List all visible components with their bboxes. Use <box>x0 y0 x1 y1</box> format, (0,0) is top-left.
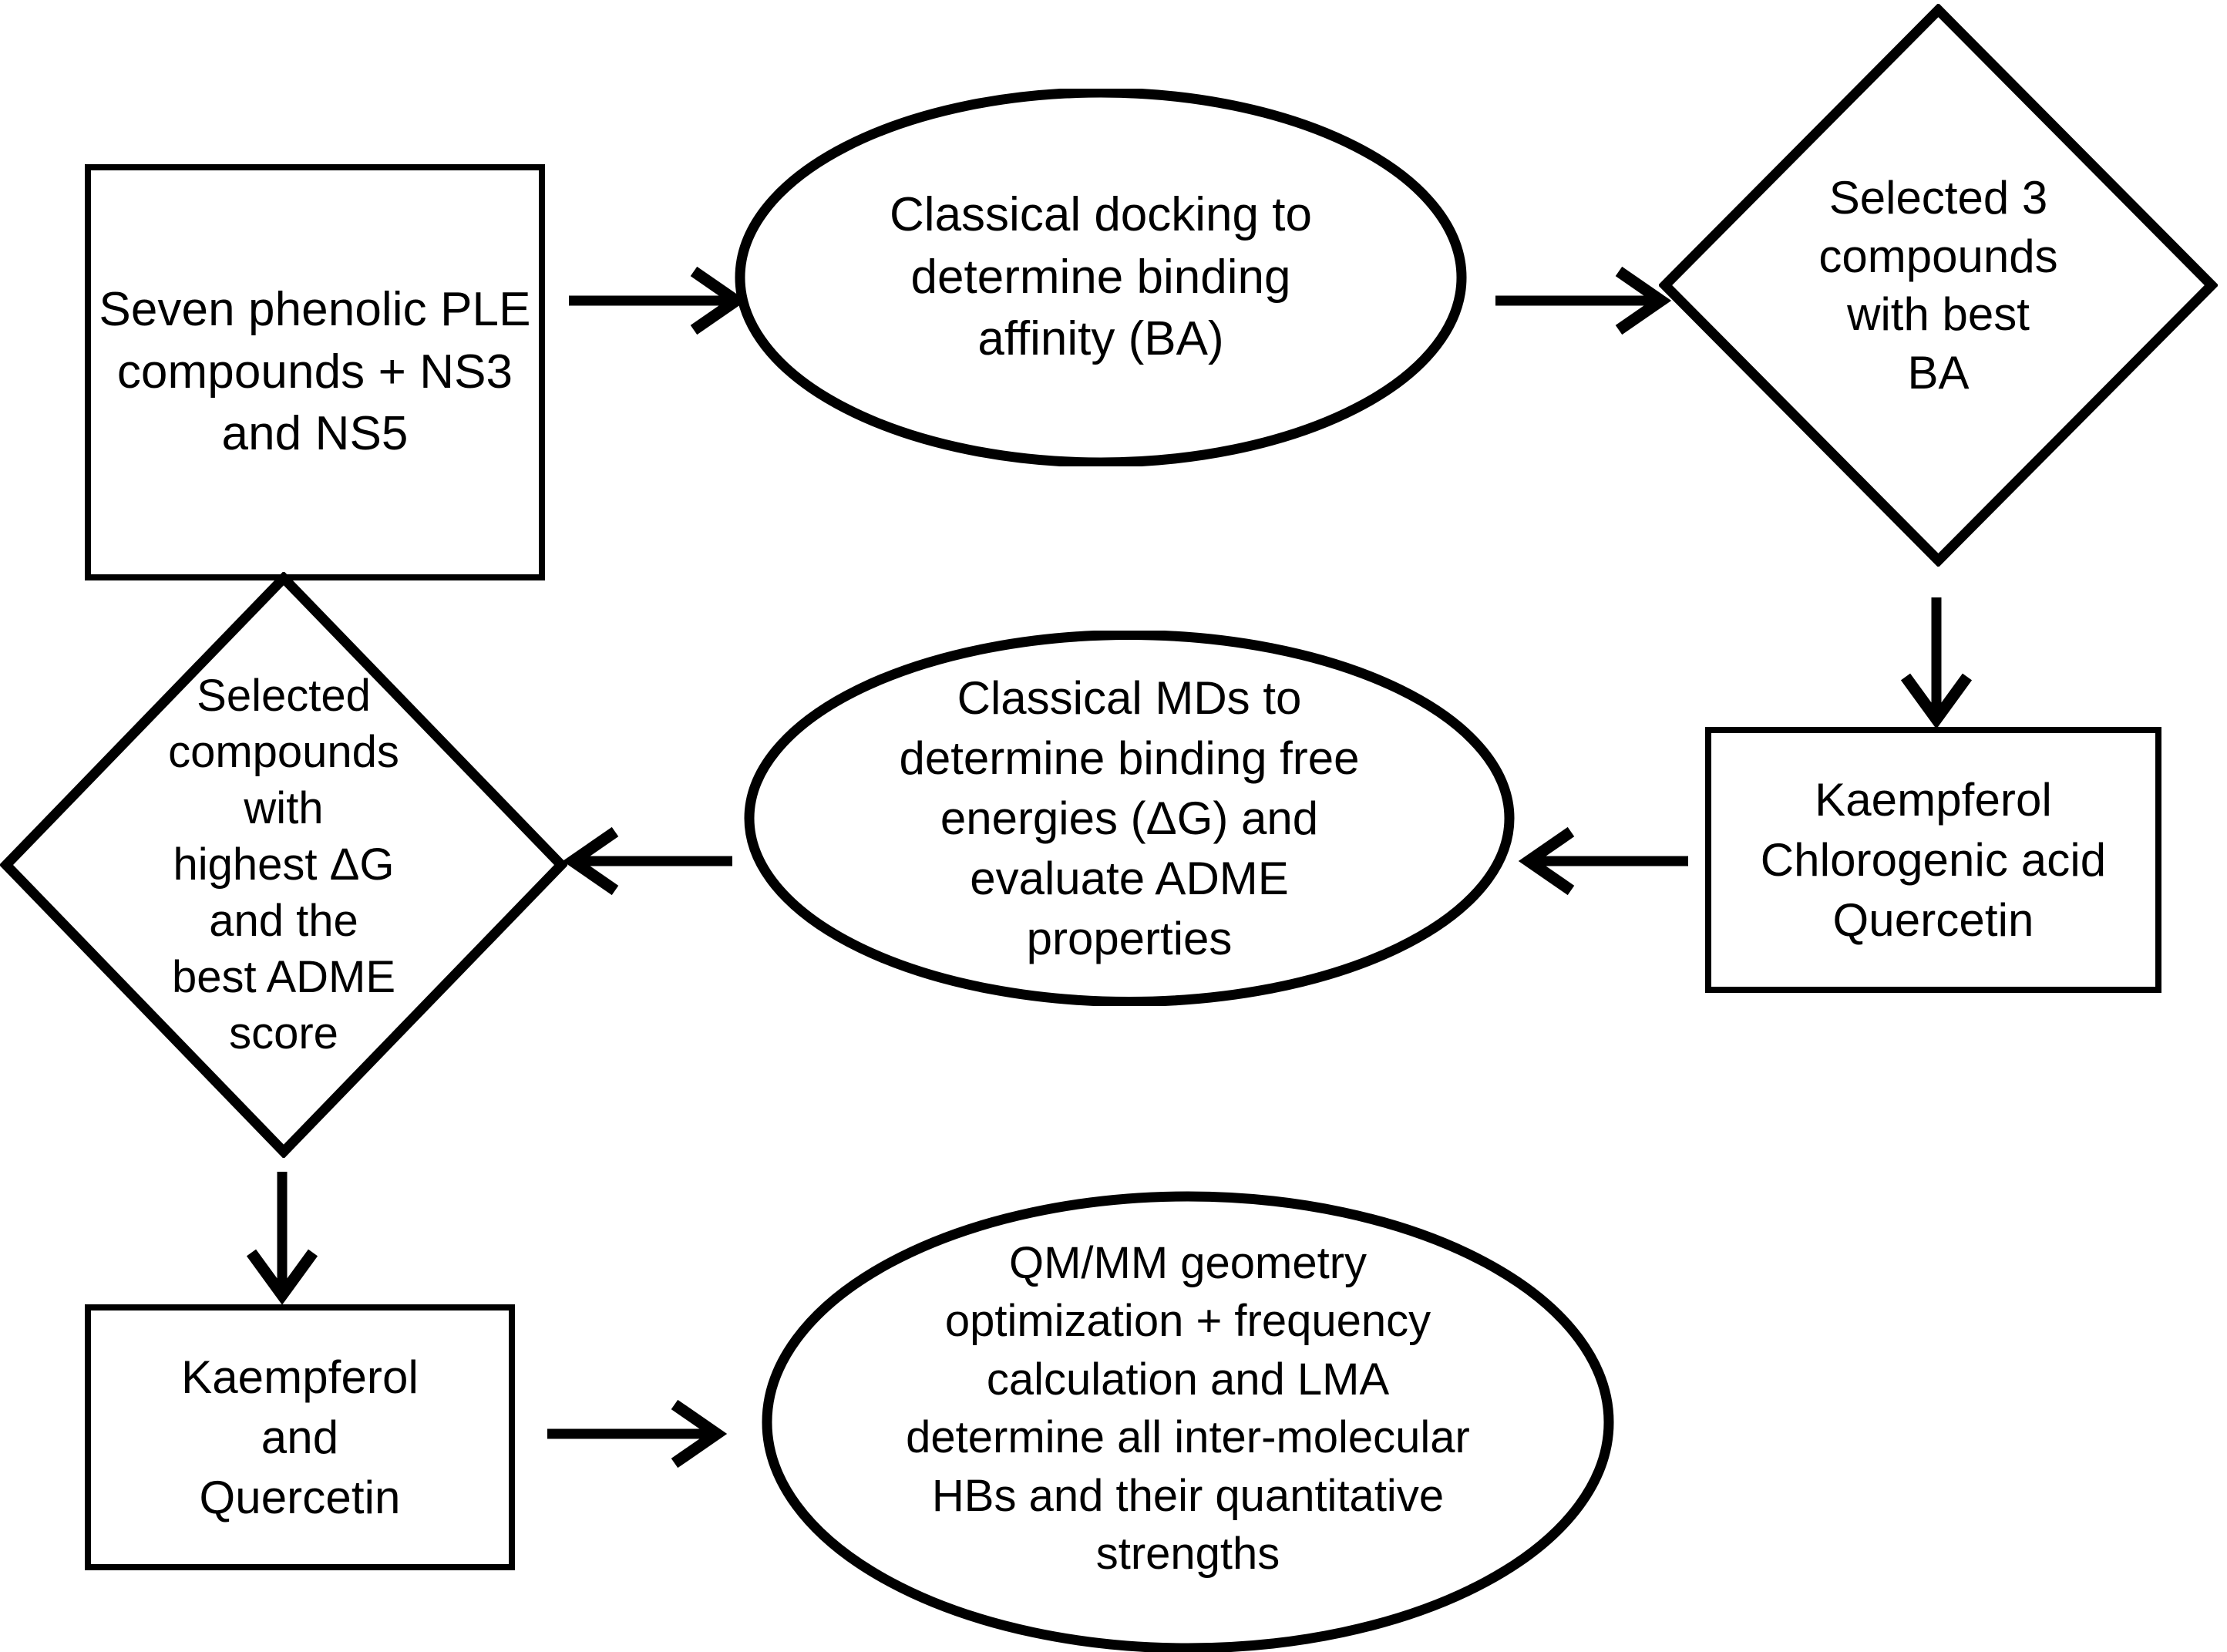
decision-diamond-selected-3-compounds-outline <box>1659 4 2218 567</box>
arrow-three-compounds-to-mds <box>1518 826 1688 896</box>
process-box-three-compounds[interactable]: Kaempferol Chlorogenic acid Quercetin <box>1705 727 2161 993</box>
arrow-selected3-to-three-compounds <box>1900 597 1973 729</box>
ellipse-classical-docking[interactable]: Classical docking to determine binding a… <box>735 89 1467 466</box>
process-box-input-compounds-label: Seven phenolic PLE compounds + NS3 and N… <box>99 283 531 461</box>
decision-diamond-selected-compounds-admescore-outline <box>0 572 567 1158</box>
decision-diamond-selected-3-compounds[interactable]: Selected 3 compounds with best BA <box>1659 4 2218 567</box>
ellipse-qmmm-optimization-outline <box>762 1191 1614 1652</box>
decision-diamond-selected-compounds-admescore-label: Selected compounds with highest ΔG and t… <box>168 671 399 1059</box>
arrow-final-compounds-to-qmmm <box>547 1399 728 1469</box>
ellipse-classical-mds-label: Classical MDs to determine binding free … <box>899 671 1360 964</box>
arrow-input-to-docking <box>569 266 747 335</box>
process-box-final-compounds[interactable]: Kaempferol and Quercetin <box>85 1304 515 1570</box>
decision-diamond-selected-compounds-admescore[interactable]: Selected compounds with highest ΔG and t… <box>0 572 567 1158</box>
ellipse-classical-mds[interactable]: Classical MDs to determine binding free … <box>744 631 1515 1006</box>
decision-diamond-selected-3-compounds-label: Selected 3 compounds with best BA <box>1818 171 2058 399</box>
ellipse-classical-mds-outline <box>744 631 1515 1006</box>
process-box-input-compounds[interactable]: Seven phenolic PLE compounds + NS3 and N… <box>85 164 545 580</box>
arrow-docking-to-selected3 <box>1495 266 1672 335</box>
process-box-final-compounds-label: Kaempferol and Quercetin <box>181 1351 419 1523</box>
arrow-mds-to-selected-adme <box>562 826 732 896</box>
arrow-selected-adme-to-final-compounds <box>246 1172 318 1305</box>
ellipse-qmmm-optimization-label: QM/MM geometry optimization + frequency … <box>906 1237 1470 1579</box>
ellipse-classical-docking-label: Classical docking to determine binding a… <box>890 188 1312 366</box>
process-box-three-compounds-label: Kaempferol Chlorogenic acid Quercetin <box>1760 773 2107 946</box>
ellipse-qmmm-optimization[interactable]: QM/MM geometry optimization + frequency … <box>762 1191 1614 1652</box>
